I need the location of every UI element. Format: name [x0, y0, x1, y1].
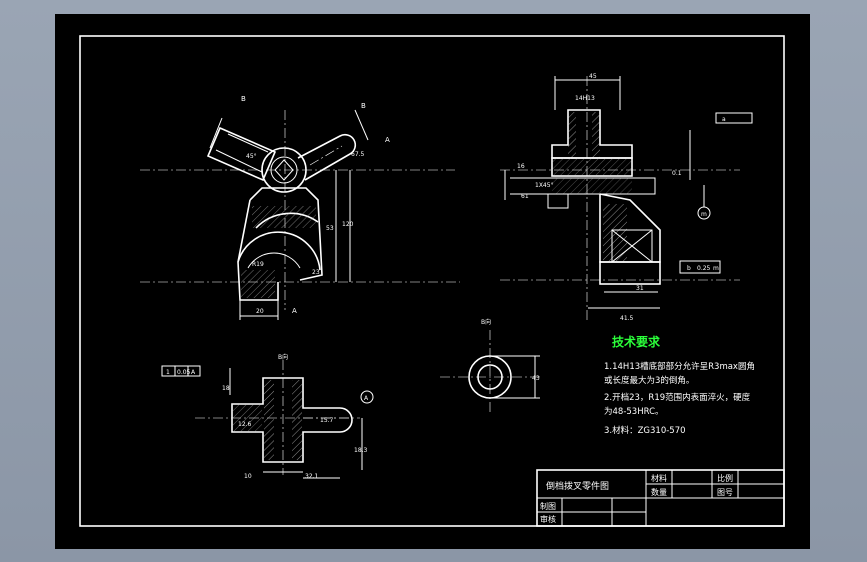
dim-label: 53 — [326, 225, 334, 232]
dim-label: 32.1 — [305, 473, 319, 480]
dim-label: 16 — [517, 163, 525, 170]
dim-label: 20 — [256, 308, 264, 315]
dim-label: b — [687, 265, 691, 272]
dim-label: 18 — [222, 385, 230, 392]
dim-label: R19 — [252, 261, 264, 268]
checked-label: 审核 — [540, 514, 556, 524]
drawing-no-label: 图号 — [717, 488, 733, 497]
dim-label: 12.6 — [238, 421, 252, 428]
dim-label: B — [241, 95, 246, 103]
dim-label: 15.7 — [320, 417, 334, 424]
dim-label: A — [292, 307, 297, 315]
dim-label: 120 — [342, 221, 354, 228]
dim-label: m — [701, 211, 707, 218]
dim-label: B向 — [278, 353, 288, 361]
cad-drawing: B B A 67.5 53 120 23 R19 20 A 45° — [79, 35, 785, 527]
tech-line: 2.开档23，R19范围内表面淬火，硬度 — [604, 392, 751, 403]
quantity-label: 数量 — [651, 487, 667, 497]
dim-label: a — [722, 116, 726, 123]
tech-line: 1.14H13槽底部部分允许呈R3max圆角 — [604, 361, 755, 372]
tech-requirements: 技术要求 1.14H13槽底部部分允许呈R3max圆角 或长度最大为3的倒角。 … — [604, 334, 755, 436]
tech-title: 技术要求 — [612, 334, 661, 349]
dim-label: B — [361, 102, 366, 110]
dim-label: 0.25 — [697, 265, 711, 272]
dim-label: 10 — [244, 473, 252, 480]
title-block: 倒档拨叉零件图 材料 比例 数量 图号 制图 审核 — [536, 469, 785, 527]
dim-label: 43 — [532, 375, 540, 382]
dim-label: 41.5 — [620, 315, 634, 322]
dim-label: m — [713, 265, 719, 272]
drawn-label: 制图 — [540, 501, 556, 511]
dim-label: 0.05 — [177, 369, 191, 376]
dim-label: 45 — [589, 73, 597, 80]
dim-label: 61 — [521, 193, 529, 200]
dim-label: 18.3 — [354, 447, 368, 454]
dim-label: A — [364, 395, 369, 402]
lower-section-view: 1 0.05 A B向 15.7 12.6 18 10 32.1 A 18.3 — [161, 353, 374, 480]
dim-label: 67.5 — [351, 151, 365, 158]
main-view: B B A 67.5 53 120 23 R19 20 A 45° — [140, 95, 460, 320]
dim-label: A — [191, 369, 196, 376]
b-view: B向 43 — [440, 318, 540, 415]
dim-label: 31 — [636, 285, 644, 292]
tech-line: 为48-53HRC。 — [604, 406, 664, 417]
tech-line: 3.材料：ZG310-570 — [604, 425, 686, 436]
dim-label: 45° — [246, 153, 257, 160]
tech-line: 或长度最大为3的倒角。 — [604, 375, 694, 386]
scale-label: 比例 — [717, 473, 733, 483]
dim-label: 1X45° — [535, 182, 554, 189]
dim-label: 0.1 — [672, 170, 682, 177]
material-label: 材料 — [651, 473, 667, 483]
part-name: 倒档拨叉零件图 — [546, 480, 609, 492]
dim-label: A — [385, 136, 390, 144]
dim-label: 14H13 — [575, 95, 595, 102]
drawing-canvas: B B A 67.5 53 120 23 R19 20 A 45° — [55, 14, 810, 549]
view-label: B向 — [481, 318, 491, 326]
section-view: 45 14H13 16 1X45° 61 41.5 31 b 0.25 m m … — [500, 73, 753, 322]
dim-label: 1 — [166, 369, 170, 376]
drawing-border — [79, 35, 785, 527]
dim-label: 23 — [312, 269, 320, 276]
